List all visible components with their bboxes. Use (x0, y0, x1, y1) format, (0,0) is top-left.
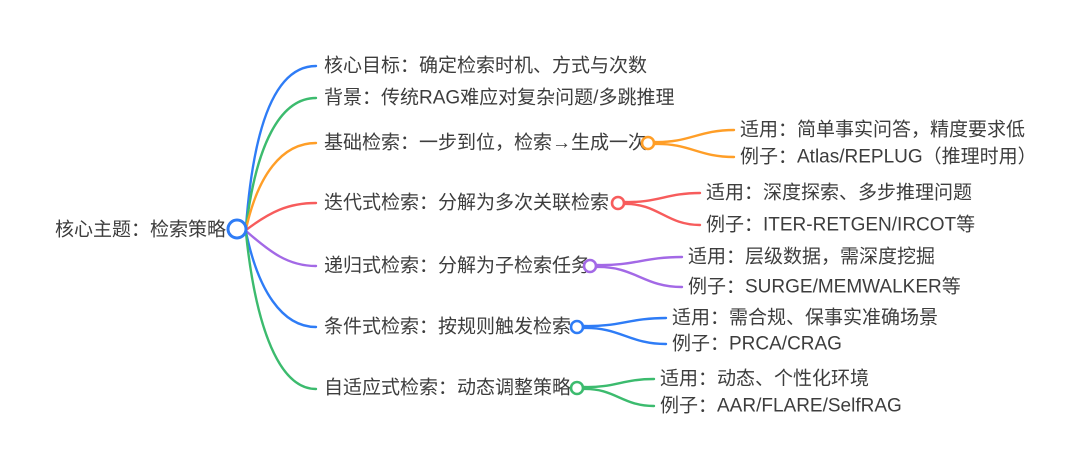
child-label[interactable]: 适用：动态、个性化环境 (660, 368, 869, 390)
root-node-circle[interactable] (226, 218, 248, 240)
branch-label[interactable]: 基础检索：一步到位，检索→生成一次 (324, 132, 647, 154)
branch-connector-line (244, 231, 318, 391)
child-connector-line (622, 202, 702, 227)
root-label[interactable]: 核心主题：检索策略 (55, 219, 226, 241)
branch-node-circle[interactable] (569, 319, 585, 335)
branch-connector-line (244, 229, 318, 268)
branch-label[interactable]: 迭代式检索：分解为多次关联检索 (324, 192, 609, 214)
child-label[interactable]: 适用：深度探索、多步推理问题 (706, 182, 972, 204)
child-links (581, 128, 736, 408)
child-connector-line (581, 326, 668, 346)
child-label[interactable]: 例子：AAR/FLARE/SelfRAG (660, 395, 902, 417)
branch-label[interactable]: 背景：传统RAG难应对复杂问题/多跳推理 (324, 87, 674, 109)
branch-label[interactable]: 核心目标：确定检索时机、方式与次数 (324, 55, 647, 77)
branch-label[interactable]: 递归式检索：分解为子检索任务 (324, 255, 590, 277)
branch-connector-line (244, 141, 318, 231)
child-connector-line (594, 265, 684, 289)
branch-links (244, 64, 318, 391)
branch-connector-line (244, 230, 318, 329)
child-connector-line (652, 128, 736, 144)
branch-node-circle[interactable] (569, 380, 585, 396)
branch-label[interactable]: 自适应式检索：动态调整策略 (324, 377, 571, 399)
child-connector-line (652, 142, 736, 159)
child-label[interactable]: 例子：Atlas/REPLUG（推理时用） (740, 146, 1037, 168)
child-label[interactable]: 适用：需合规、保事实准确场景 (672, 307, 938, 329)
branch-labels: 核心目标：确定检索时机、方式与次数 背景：传统RAG难应对复杂问题/多跳推理 基… (324, 55, 674, 399)
child-connector-line (622, 191, 702, 204)
branch-node-circle[interactable] (610, 195, 626, 211)
branch-connector-line (244, 96, 318, 230)
branch-node-circle[interactable] (582, 258, 598, 274)
branch-connector-line (244, 64, 318, 229)
branch-node-circle[interactable] (640, 135, 656, 151)
child-label[interactable]: 适用：简单事实问答，精度要求低 (740, 119, 1025, 141)
child-connector-line (581, 377, 656, 389)
child-label[interactable]: 例子：PRCA/CRAG (672, 333, 842, 355)
child-label[interactable]: 适用：层级数据，需深度挖掘 (688, 246, 935, 268)
child-connector-line (581, 387, 656, 408)
child-label[interactable]: 例子：ITER-RETGEN/IRCOT等 (706, 214, 975, 236)
child-label[interactable]: 例子：SURGE/MEMWALKER等 (688, 276, 961, 298)
branch-connector-line (244, 201, 318, 232)
child-connector-line (581, 316, 668, 328)
child-labels: 适用：简单事实问答，精度要求低 例子：Atlas/REPLUG（推理时用） 适用… (660, 119, 1037, 417)
child-connector-line (594, 255, 684, 267)
root-node: 核心主题：检索策略 (55, 218, 248, 241)
branch-label[interactable]: 条件式检索：按规则触发检索 (324, 316, 571, 338)
branch-node-circles (569, 135, 656, 396)
